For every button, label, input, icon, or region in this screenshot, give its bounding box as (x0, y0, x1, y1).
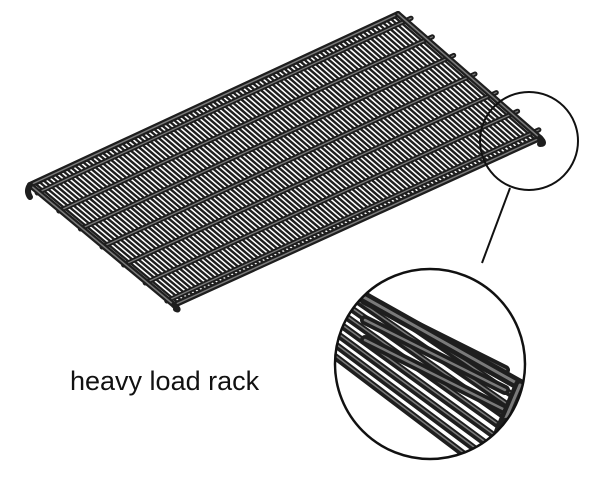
wire-shelf-rack (25, 11, 546, 313)
support-bar-shine (166, 129, 540, 302)
detail-cross-wire-shine (335, 337, 482, 453)
zoom-detail (335, 285, 525, 459)
detail-cross-wire (335, 344, 479, 459)
hook-front-left (171, 302, 181, 313)
detail-cross-wire (335, 327, 491, 448)
frame-left-shine (29, 184, 175, 306)
frame-back-shine (29, 13, 399, 186)
detail-support-bar-shine (363, 338, 507, 412)
support-bar-shine (79, 54, 455, 230)
support-bar-shine (122, 91, 497, 266)
hook-back-left (25, 182, 33, 200)
detail-cross-wire (335, 336, 485, 457)
zoom-circle (333, 267, 527, 461)
frame-front-shine (173, 137, 541, 306)
detail-frame-rail-shine (358, 293, 522, 387)
caption: heavy load rack (70, 366, 260, 396)
support-bar-shine (101, 73, 476, 248)
support-bar-shine (144, 110, 519, 284)
detail-cross-wire-shine (335, 329, 488, 444)
highlight-circle (479, 91, 579, 191)
detail-cross-wire-shine (335, 346, 476, 459)
callout-line (481, 187, 511, 264)
support-bar-shine (36, 17, 412, 194)
support-bar-shine (58, 36, 434, 212)
detail-support-bar-shine (363, 318, 507, 392)
hook-front-right (537, 135, 546, 147)
frame-right-shine (397, 13, 541, 139)
